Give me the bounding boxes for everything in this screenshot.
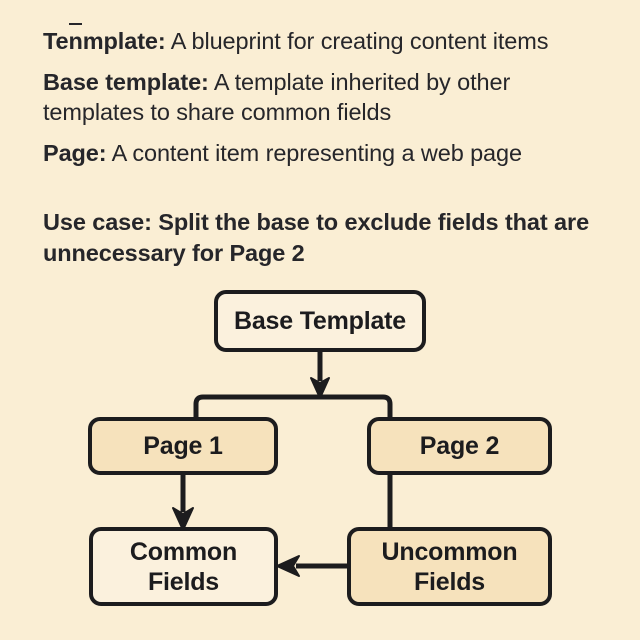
node-base-template-label: Base Template: [233, 307, 406, 335]
node-page-2-label: Page 2: [419, 432, 500, 460]
use-case-text: Use case: Split the base to exclude fiel…: [43, 209, 590, 266]
glossary-definition-page: A content item representing a web page: [111, 140, 522, 166]
edge-page-1-to-common-fields: [172, 475, 194, 531]
node-common-fields[interactable]: Common Fields: [89, 527, 278, 606]
edge-uncommon-fields-to-common-fields: [276, 555, 347, 577]
glossary-item-page: Page: A content item representing a web …: [43, 138, 613, 168]
node-base-template[interactable]: Base Template: [214, 290, 426, 352]
node-uncommon-fields[interactable]: Uncommon Fields: [347, 527, 552, 606]
glossary-term-template: Tenmplate:: [43, 23, 166, 54]
node-common-fields-label: Common Fields: [129, 537, 238, 596]
glossary-item-base-template: Base template: A template inherited by o…: [43, 67, 613, 127]
node-page-2[interactable]: Page 2: [367, 417, 552, 475]
glossary-list: Tenmplate: A blueprint for creating cont…: [43, 23, 613, 179]
glossary-definition-template: A blueprint for creating content items: [170, 28, 549, 54]
glossary-item-template: Tenmplate: A blueprint for creating cont…: [43, 23, 613, 56]
node-page-1[interactable]: Page 1: [88, 417, 278, 475]
node-page-1-label: Page 1: [143, 432, 223, 460]
glossary-term-page: Page:: [43, 140, 107, 166]
node-uncommon-fields-label: Uncommon Fields: [381, 537, 518, 596]
glossary-definition-base-template: A template inherited by other templates …: [43, 69, 511, 125]
glossary-term-base-template: Base template:: [43, 69, 209, 95]
